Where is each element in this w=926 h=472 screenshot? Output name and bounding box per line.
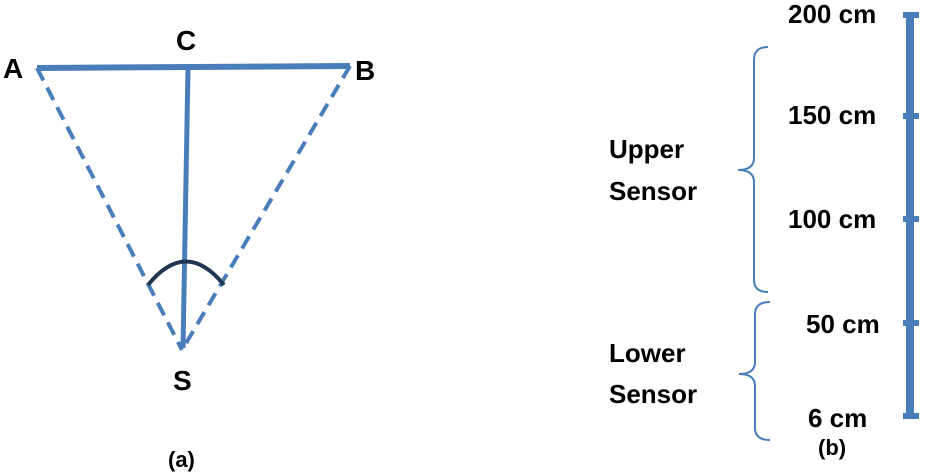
caption-a: (a) bbox=[168, 447, 195, 472]
segment-cs bbox=[180, 67, 191, 349]
tick-label-50: 50 cm bbox=[806, 309, 880, 339]
angle-arc bbox=[146, 259, 226, 287]
lower-sensor-label-line1: Lower bbox=[609, 338, 686, 368]
label-b: B bbox=[355, 55, 375, 86]
upper-sensor-brace bbox=[737, 46, 769, 293]
label-a: A bbox=[3, 53, 23, 84]
lower-sensor-label-line2: Sensor bbox=[609, 379, 697, 409]
diagram-b: 200 cm 150 cm 100 cm 50 cm 6 cm Upper Se… bbox=[609, 0, 919, 460]
upper-sensor-label-line1: Upper bbox=[609, 134, 684, 164]
label-s: S bbox=[173, 365, 192, 396]
tick-label-200: 200 cm bbox=[788, 0, 876, 29]
label-c: C bbox=[176, 25, 196, 56]
dashed-side-bs bbox=[180, 64, 352, 352]
segment-ab bbox=[36, 63, 351, 71]
tick-label-6: 6 cm bbox=[808, 403, 867, 433]
tick-label-150: 150 cm bbox=[788, 100, 876, 130]
diagram-a: A C B S (a) bbox=[3, 25, 375, 472]
tick-label-100: 100 cm bbox=[788, 204, 876, 234]
dashed-side-as bbox=[35, 67, 184, 351]
upper-sensor-label-line2: Sensor bbox=[609, 176, 697, 206]
lower-sensor-brace bbox=[738, 301, 771, 441]
caption-b: (b) bbox=[818, 435, 846, 460]
